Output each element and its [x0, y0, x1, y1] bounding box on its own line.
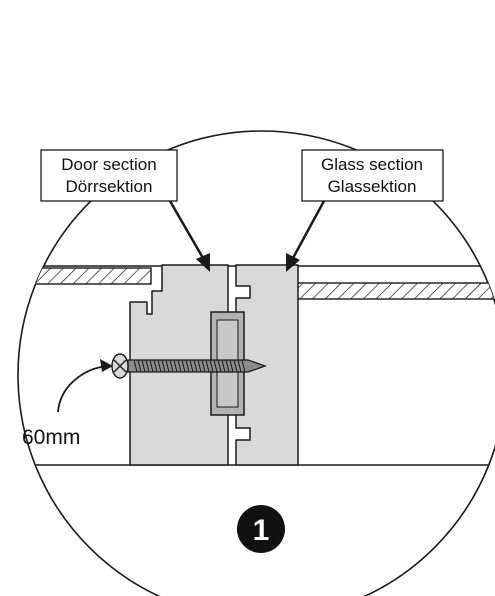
glass-callout-box [301, 149, 444, 202]
screw-thread-mark [145, 359, 150, 373]
screw-thread-mark [185, 359, 190, 373]
screw-length-label: 60mm [22, 426, 80, 449]
screw [111, 353, 267, 379]
screw-thread-mark [213, 359, 218, 373]
screw-thread-mark [221, 359, 226, 373]
door-callout-box [40, 149, 178, 202]
glass-callout-leader [291, 200, 326, 259]
screw-thread-mark [177, 359, 182, 373]
screw-thread-mark [169, 359, 174, 373]
screw-thread-mark [133, 359, 138, 373]
screw-thread-mark [225, 359, 230, 373]
screw-thread-mark [165, 359, 170, 373]
screw-thread-mark [173, 359, 178, 373]
door-callout-leader [168, 200, 205, 259]
detail-contents [18, 265, 495, 466]
screw-thread-mark [189, 359, 194, 373]
screw-thread-mark [201, 359, 206, 373]
left-glass-panel [18, 267, 152, 285]
screw-thread-mark [157, 359, 162, 373]
glass-callout-line2: Glassektion [328, 177, 417, 196]
screw-thread-mark [205, 359, 210, 373]
glass-section-profile [235, 264, 299, 466]
right-glass-panel [271, 282, 495, 300]
screw-threads [133, 359, 246, 373]
screw-thread-mark [217, 359, 222, 373]
screw-thread-mark [137, 359, 142, 373]
screw-thread-mark [161, 359, 166, 373]
screw-thread-mark [233, 359, 238, 373]
step-number: 1 [253, 514, 270, 547]
screw-thread-mark [229, 359, 234, 373]
screw-thread-mark [193, 359, 198, 373]
dimension-arrow-head [100, 359, 113, 372]
screw-thread-mark [237, 359, 242, 373]
door-callout-line1: Door section [61, 155, 156, 174]
door-callout-line2: Dörrsektion [66, 177, 153, 196]
screw-thread-mark [197, 359, 202, 373]
step-badge [237, 505, 285, 553]
screw-thread-mark [209, 359, 214, 373]
glass-callout-arrowhead [286, 253, 300, 272]
glass-callout-line1: Glass section [321, 155, 423, 174]
screw-thread-mark [149, 359, 154, 373]
screw-thread-mark [141, 359, 146, 373]
screw-thread-mark [153, 359, 158, 373]
screw-head-slot-b [113, 359, 127, 373]
screw-thread-mark [241, 359, 246, 373]
door-callout-arrowhead [196, 253, 210, 272]
screw-thread-mark [181, 359, 186, 373]
